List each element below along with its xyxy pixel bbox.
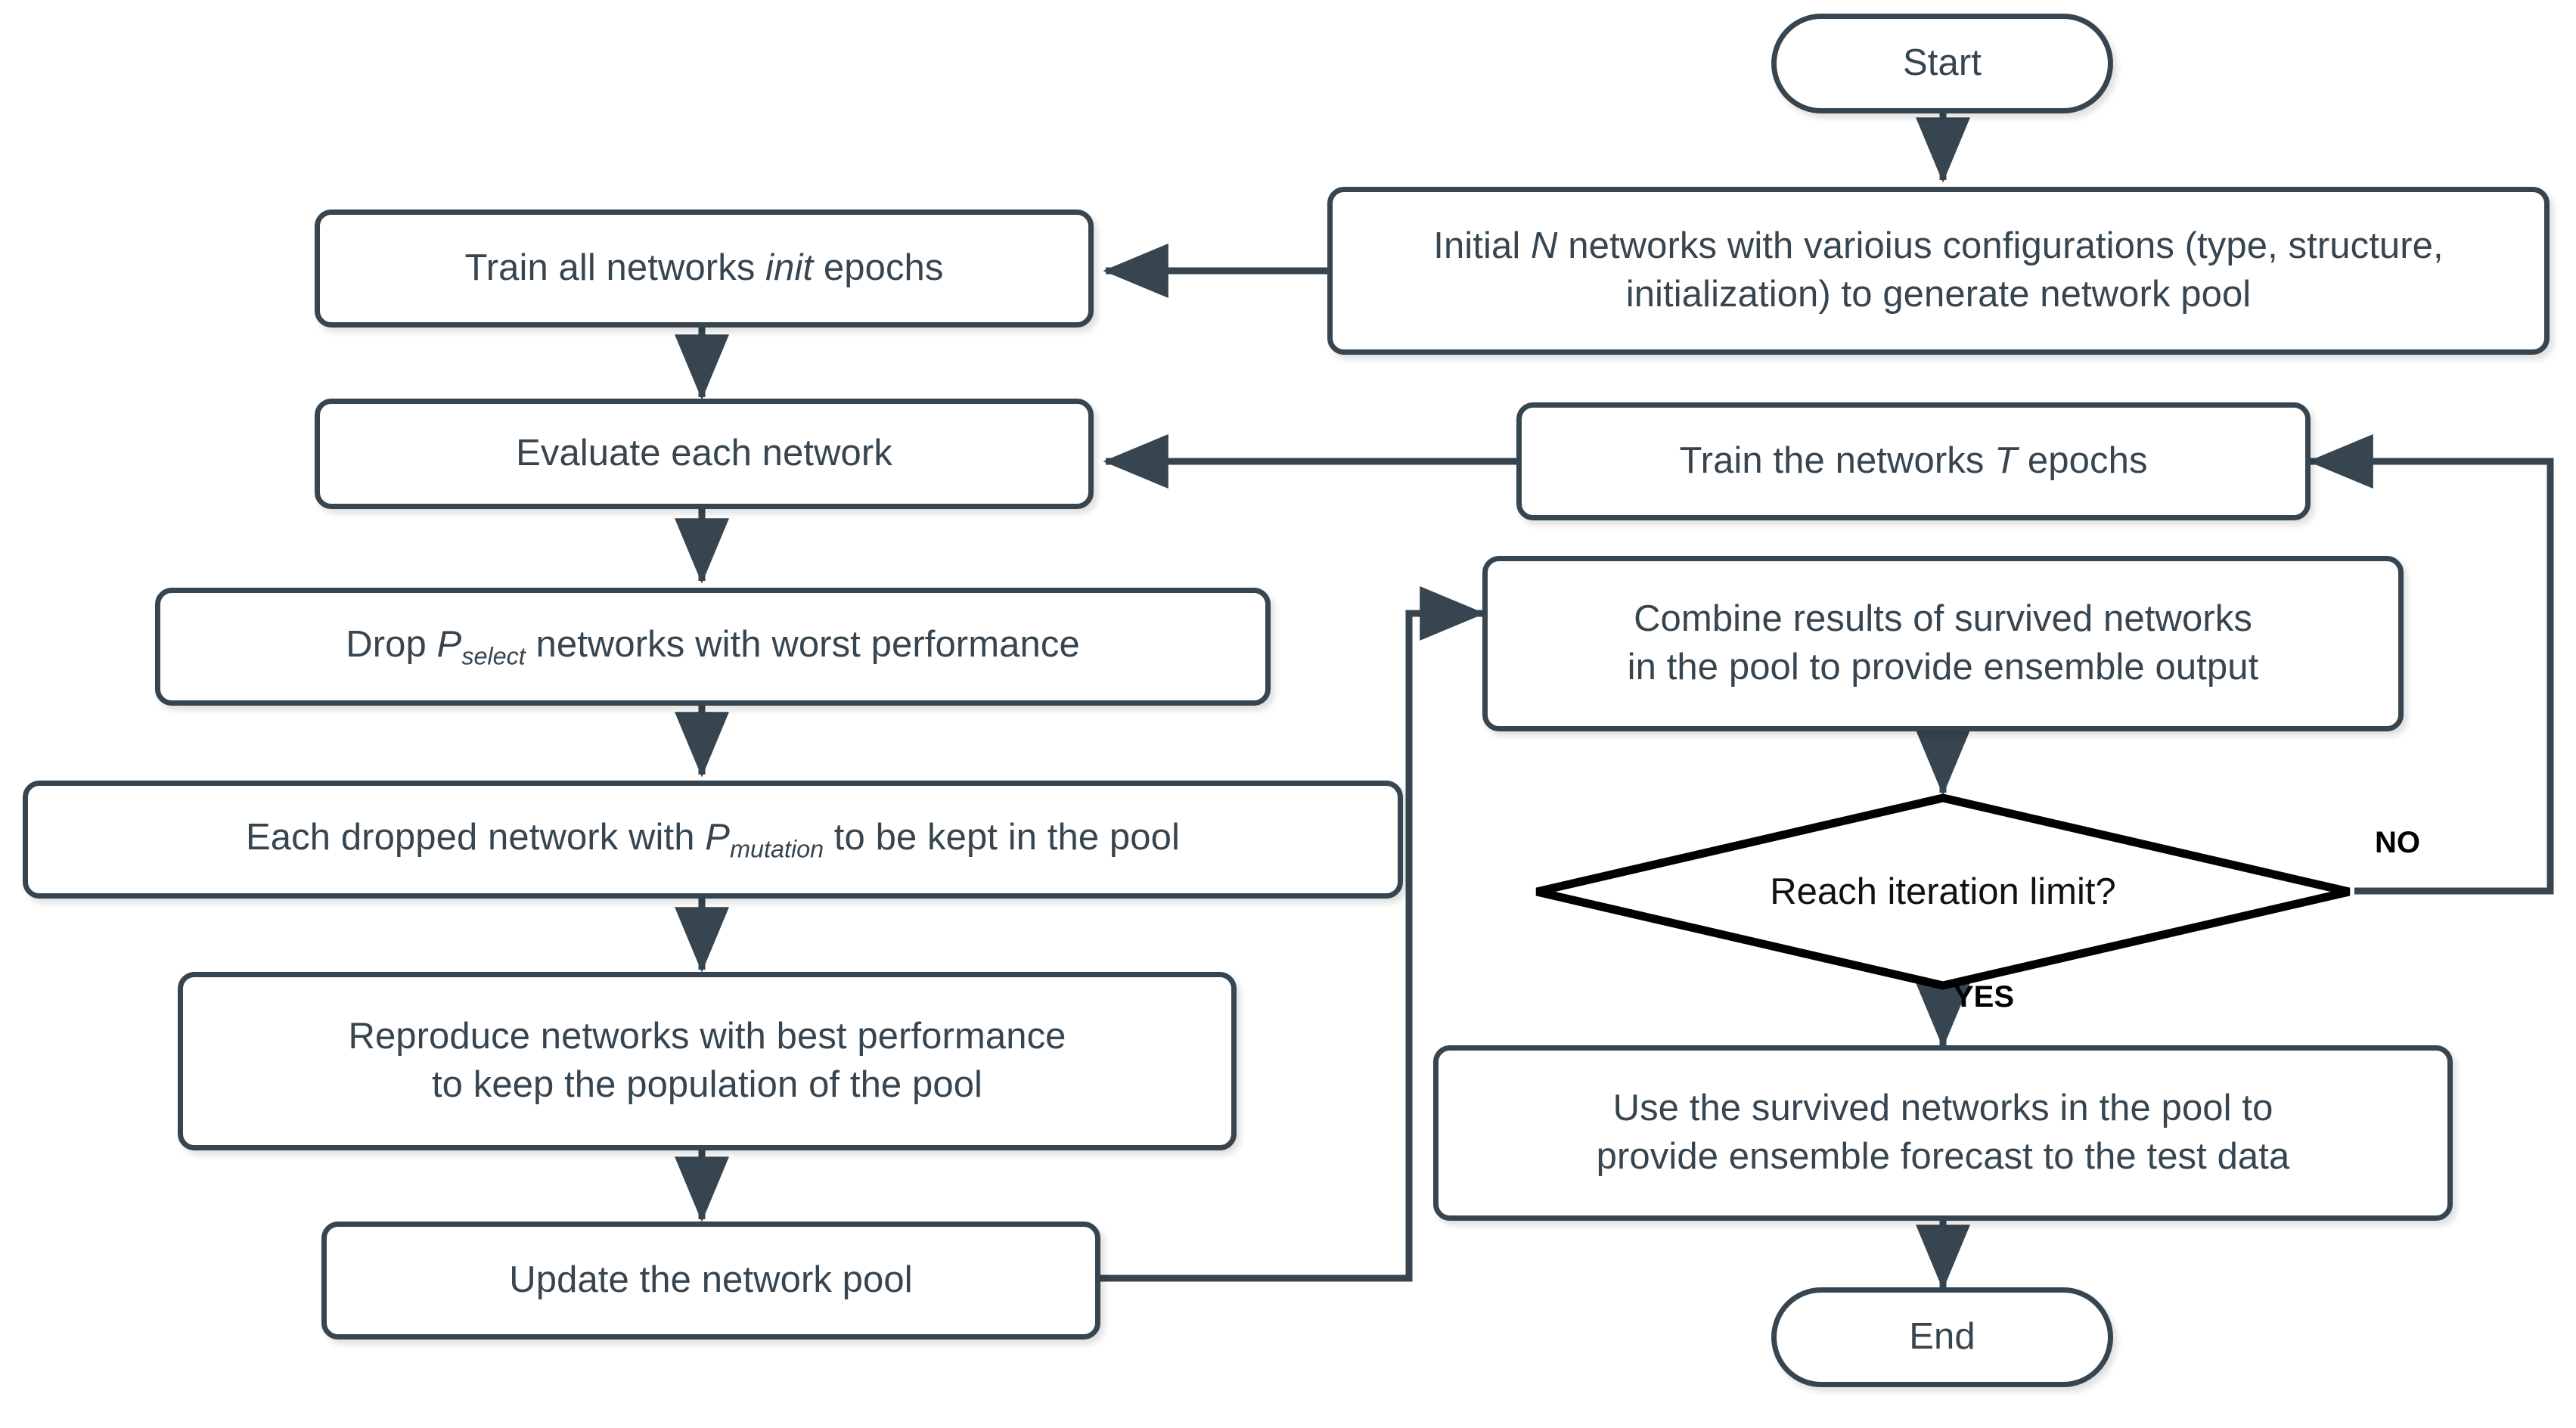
node-decision-reach-iteration-limit[interactable]: Reach iteration limit? — [1532, 793, 2354, 991]
node-initial-networks[interactable]: Initial N networks with varioius configu… — [1327, 187, 2550, 355]
node-use-survived-label: Use the survived networks in the pool to… — [1577, 1085, 2310, 1181]
node-combine-line1: Combine results of survived networks — [1634, 598, 2252, 640]
node-end[interactable]: End — [1771, 1287, 2113, 1387]
node-drop-select-label: Drop Pselect networks with worst perform… — [346, 624, 1080, 670]
node-train-t-label: Train the networks T epochs — [1679, 440, 2148, 482]
edge-label-yes: YES — [1954, 980, 2015, 1014]
node-mutation-label: Each dropped network with Pmutation to b… — [246, 817, 1180, 863]
symbol-n: N — [1531, 225, 1558, 267]
node-train-t[interactable]: Train the networks T epochs — [1516, 402, 2311, 520]
node-evaluate-label: Evaluate each network — [516, 433, 892, 474]
node-reproduce-line1: Reproduce networks with best performance — [348, 1016, 1066, 1057]
symbol-t: T — [1994, 440, 2018, 482]
node-combine[interactable]: Combine results of survived networks in t… — [1482, 556, 2404, 731]
node-use-survived[interactable]: Use the survived networks in the pool to… — [1433, 1045, 2453, 1221]
node-end-label: End — [1909, 1316, 1975, 1358]
edge-update-to-combine — [1100, 586, 1485, 1282]
node-reproduce[interactable]: Reproduce networks with best performance… — [178, 972, 1237, 1150]
node-combine-label: Combine results of survived networks in t… — [1608, 595, 2279, 691]
node-update-pool[interactable]: Update the network pool — [321, 1222, 1100, 1340]
node-use-survived-line1: Use the survived networks in the pool to — [1612, 1088, 2273, 1129]
node-initial-networks-label: Initial N networks with varioius configu… — [1433, 225, 2444, 315]
node-drop-select[interactable]: Drop Pselect networks with worst perform… — [155, 588, 1271, 706]
node-use-survived-line2: provide ensemble forecast to the test da… — [1596, 1136, 2290, 1177]
subscript-mutation: mutation — [730, 835, 824, 863]
node-start-label: Start — [1903, 42, 1982, 84]
symbol-init: init — [765, 247, 814, 289]
subscript-select: select — [461, 642, 526, 670]
node-combine-line2: in the pool to provide ensemble output — [1627, 647, 2259, 688]
node-start[interactable]: Start — [1771, 14, 2113, 113]
edge-label-no: NO — [2375, 826, 2420, 859]
node-reproduce-line2: to keep the population of the pool — [431, 1064, 983, 1105]
symbol-p-mutation: P — [705, 817, 731, 858]
node-mutation[interactable]: Each dropped network with Pmutation to b… — [23, 781, 1403, 899]
symbol-p-select: P — [436, 624, 462, 666]
node-evaluate[interactable]: Evaluate each network — [315, 399, 1094, 509]
node-train-init-label: Train all networks init epochs — [464, 247, 944, 289]
node-train-init[interactable]: Train all networks init epochs — [315, 210, 1094, 328]
node-decision-label: Reach iteration limit? — [1770, 871, 2116, 912]
node-reproduce-label: Reproduce networks with best performance… — [328, 1013, 1085, 1109]
node-update-pool-label: Update the network pool — [509, 1259, 913, 1301]
